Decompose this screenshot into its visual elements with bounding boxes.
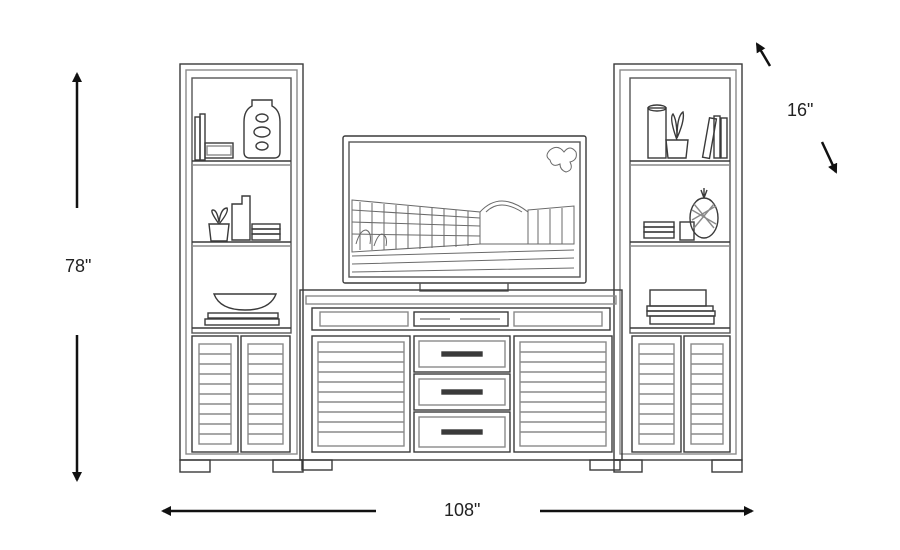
television: [342, 135, 587, 292]
right-pier-doors: [631, 335, 731, 453]
right-jar: [679, 221, 695, 241]
tv-screen-scene: [351, 146, 577, 273]
right-plant: [665, 110, 689, 159]
width-label: 108": [441, 500, 484, 521]
right-canister: [647, 104, 667, 159]
left-bottle: [231, 195, 251, 241]
depth-arrow-bottom: [820, 141, 838, 174]
left-bowl: [204, 293, 280, 326]
right-pineapple-decor: [689, 188, 719, 239]
left-books-top: [194, 113, 234, 161]
right-books-top: [701, 115, 728, 160]
media-console: [299, 289, 623, 471]
depth-dimension: [755, 42, 838, 174]
right-pier-cabinet: [613, 63, 743, 473]
left-pier-cabinet: [179, 63, 304, 473]
right-book-stack: [643, 221, 675, 239]
console-right-door: [513, 335, 613, 453]
height-label: 78": [62, 256, 95, 277]
right-box-stack: [646, 289, 716, 325]
depth-arrow-top: [755, 42, 772, 67]
left-vase-top: [243, 99, 281, 159]
console-drawers: [413, 335, 511, 453]
console-left-door: [311, 335, 411, 453]
left-pier-doors: [191, 335, 291, 453]
depth-label: 16": [784, 100, 817, 121]
left-book-stack: [251, 223, 281, 241]
left-plant: [208, 207, 230, 242]
